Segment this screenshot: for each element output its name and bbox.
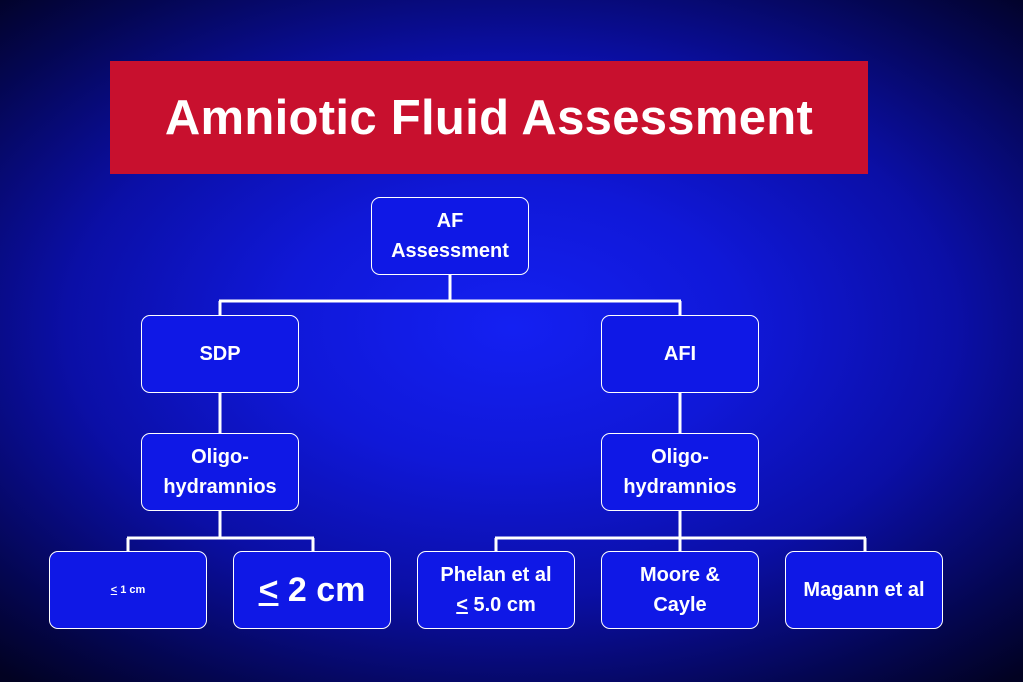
title-banner: Amniotic Fluid Assessment <box>110 61 868 174</box>
node-sdp-2cm-text: 2 cm <box>278 570 366 609</box>
node-afi-label: AFI <box>663 343 697 365</box>
node-sdp-1cm: < 1 cm <box>49 551 207 629</box>
slide-title: Amniotic Fluid Assessment <box>164 90 814 145</box>
node-moore-cayle: Moore & Cayle <box>601 551 759 629</box>
node-afi-oligohydramnios: Oligo- hydramnios <box>601 433 759 511</box>
node-af-assessment-line2: Assessment <box>391 240 509 262</box>
node-afi-oligo-line2: hydramnios <box>623 476 737 498</box>
less-equal-symbol: < <box>110 583 118 596</box>
node-phelan-value: 5.0 cm <box>467 594 536 616</box>
node-moore-line1: Moore & <box>640 564 720 586</box>
node-sdp-1cm-text: 1 cm <box>117 583 146 596</box>
node-sdp: SDP <box>141 315 299 393</box>
node-phelan: Phelan et al < 5.0 cm <box>417 551 575 629</box>
node-sdp-oligohydramnios: Oligo- hydramnios <box>141 433 299 511</box>
node-sdp-oligo-line2: hydramnios <box>163 476 277 498</box>
node-sdp-label: SDP <box>199 343 241 365</box>
node-magann-label: Magann et al <box>803 579 925 601</box>
node-moore-line2: Cayle <box>653 594 707 616</box>
node-magann: Magann et al <box>785 551 943 629</box>
node-phelan-line1: Phelan et al <box>440 564 552 586</box>
node-af-assessment: AF Assessment <box>371 197 529 275</box>
less-equal-symbol: < <box>258 570 279 609</box>
node-sdp-oligo-line1: Oligo- <box>191 446 249 468</box>
node-af-assessment-line1: AF <box>436 210 464 232</box>
less-equal-symbol: < <box>456 594 468 616</box>
node-afi-oligo-line1: Oligo- <box>651 446 709 468</box>
node-afi: AFI <box>601 315 759 393</box>
node-sdp-2cm: < 2 cm <box>233 551 391 629</box>
